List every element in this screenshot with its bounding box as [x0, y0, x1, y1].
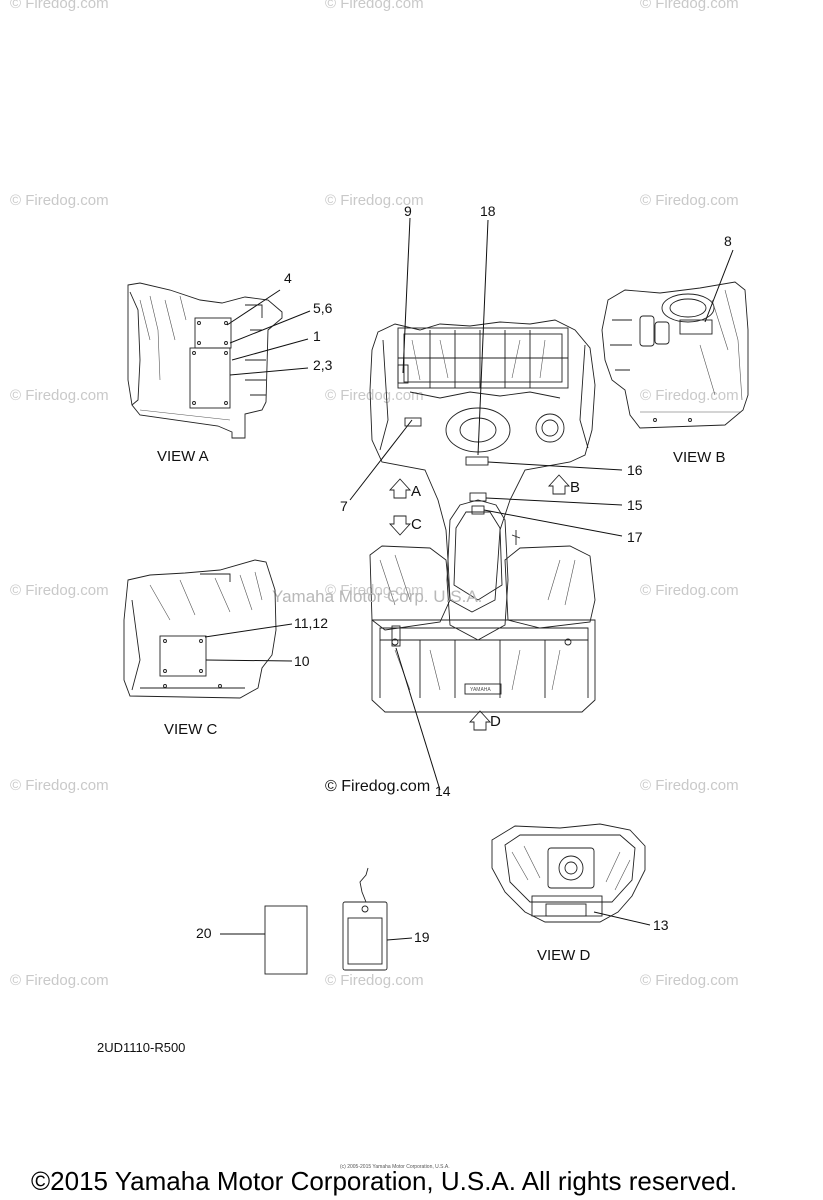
arrow-up-icon — [547, 474, 571, 495]
view-a-label: VIEW A — [157, 448, 209, 465]
firedog-center-mark: © Firedog.com — [325, 778, 430, 795]
callout-16: 16 — [627, 462, 643, 478]
callout-7: 7 — [340, 498, 348, 514]
arrow-a: A — [388, 478, 421, 500]
view-c-drawing — [123, 559, 293, 699]
arrow-b-label: B — [570, 479, 580, 496]
watermark-grid: © Firedog.com © Firedog.com © Firedog.co… — [10, 0, 739, 989]
watermark: © Firedog.com — [640, 972, 739, 989]
callout-14: 14 — [435, 783, 451, 799]
callout-2-3: 2,3 — [313, 357, 333, 373]
view-d-label: VIEW D — [537, 947, 591, 964]
atv-top-view: YAMAHA — [349, 217, 623, 791]
part-19-drawing — [342, 867, 413, 971]
arrow-up-icon — [388, 478, 412, 499]
view-b-label: VIEW B — [673, 449, 726, 466]
view-b-drawing — [601, 249, 749, 429]
callout-15: 15 — [627, 497, 643, 513]
watermark: © Firedog.com — [325, 0, 424, 12]
fine-print: (c) 2005-2015 Yamaha Motor Corporation, … — [340, 1164, 450, 1170]
arrow-up-icon — [468, 710, 492, 731]
watermark: © Firedog.com — [10, 972, 109, 989]
page-code: 2UD1110-R500 — [97, 1040, 185, 1055]
callout-1: 1 — [313, 328, 321, 344]
callout-13: 13 — [653, 917, 669, 933]
callout-8: 8 — [724, 233, 732, 249]
view-a-drawing — [127, 282, 311, 439]
callout-11-12: 11,12 — [294, 615, 328, 631]
watermark: © Firedog.com — [10, 0, 109, 12]
callout-5-6: 5,6 — [313, 300, 333, 316]
watermark: © Firedog.com — [325, 972, 424, 989]
arrow-down-icon — [388, 515, 412, 536]
callout-10: 10 — [294, 653, 310, 669]
part-20-drawing — [220, 905, 308, 975]
watermark: © Firedog.com — [10, 582, 109, 599]
watermark: © Firedog.com — [640, 777, 739, 794]
mid-watermark: Yamaha Motor Corp. U.S.A. — [272, 587, 482, 606]
watermark: © Firedog.com — [325, 192, 424, 209]
callout-20: 20 — [196, 925, 212, 941]
watermark: © Firedog.com — [640, 0, 739, 12]
callout-17: 17 — [627, 529, 643, 545]
callout-19: 19 — [414, 929, 430, 945]
arrow-c: C — [388, 515, 422, 536]
arrow-b: B — [547, 474, 580, 496]
arrow-d-label: D — [490, 713, 501, 730]
arrow-d: D — [468, 710, 501, 731]
watermark: © Firedog.com — [325, 387, 424, 404]
vehicle-badge: YAMAHA — [470, 687, 491, 693]
callout-9: 9 — [404, 203, 412, 219]
watermark: © Firedog.com — [10, 387, 109, 404]
callout-4: 4 — [284, 270, 292, 286]
watermark: © Firedog.com — [10, 777, 109, 794]
watermark: © Firedog.com — [325, 582, 424, 599]
watermark: © Firedog.com — [640, 582, 739, 599]
view-d-drawing — [491, 823, 651, 926]
arrow-a-label: A — [411, 483, 421, 500]
watermark: © Firedog.com — [10, 192, 109, 209]
callout-18: 18 — [480, 203, 496, 219]
view-c-label: VIEW C — [164, 721, 218, 738]
arrow-c-label: C — [411, 516, 422, 533]
copyright-notice: ©2015 Yamaha Motor Corporation, U.S.A. A… — [31, 1166, 737, 1196]
watermark: © Firedog.com — [640, 192, 739, 209]
watermark: © Firedog.com — [640, 387, 739, 404]
